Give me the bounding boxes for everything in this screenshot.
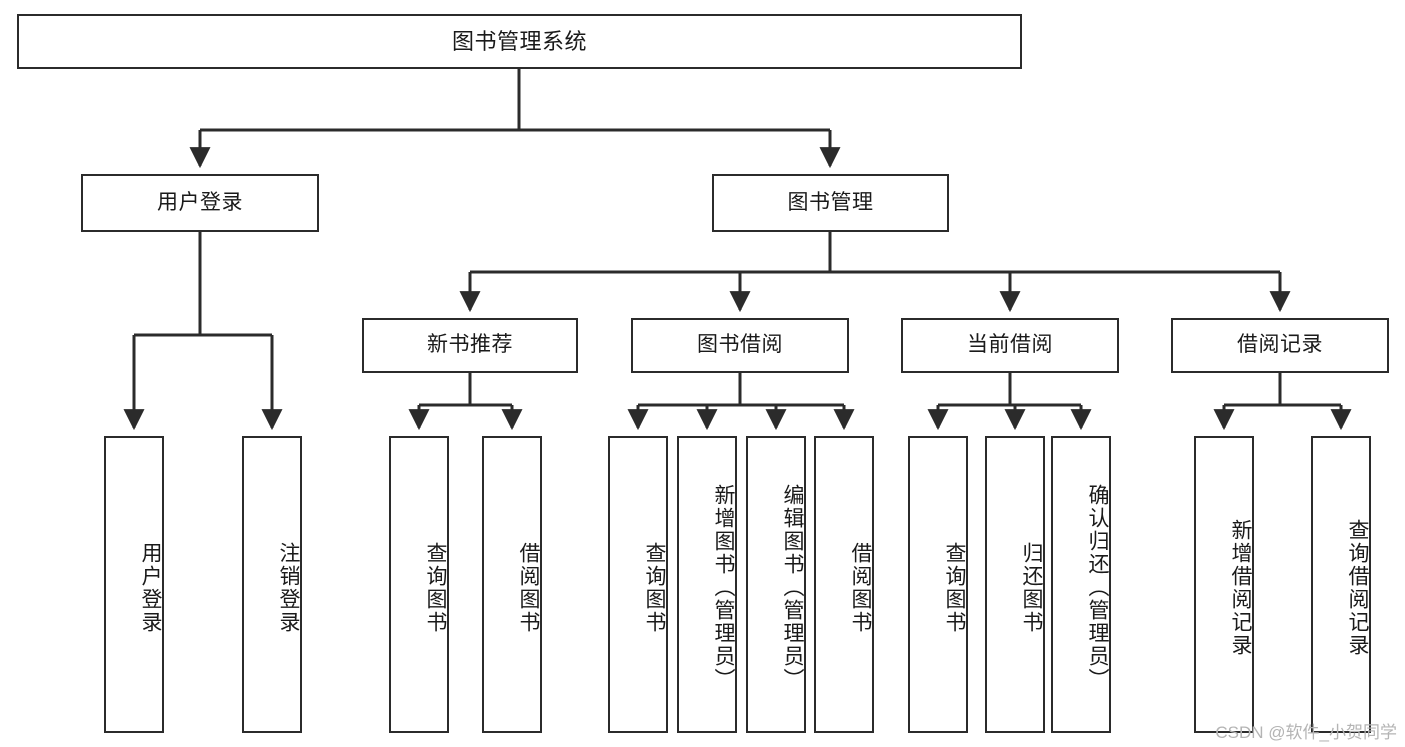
node-leaf-user-logout-label: 注销登录	[277, 541, 300, 634]
node-leaf-record-search[interactable]: 查询借阅记录	[1311, 436, 1371, 733]
node-current-borrow-label: 当前借阅	[967, 333, 1053, 357]
node-leaf-borrow-do[interactable]: 借阅图书	[814, 436, 874, 733]
node-borrow-record-label: 借阅记录	[1237, 333, 1323, 357]
node-book-borrow-label: 图书借阅	[697, 333, 783, 357]
node-leaf-rec-query[interactable]: 查询图书	[389, 436, 449, 733]
node-leaf-rec-borrow[interactable]: 借阅图书	[482, 436, 542, 733]
node-borrow-record[interactable]: 借阅记录	[1171, 318, 1389, 373]
node-leaf-borrow-query-label: 查询图书	[643, 541, 666, 634]
node-leaf-borrow-do-label: 借阅图书	[849, 541, 872, 634]
node-new-book-rec-label: 新书推荐	[427, 333, 513, 357]
node-leaf-borrow-add-label: 新增图书（管理员）	[712, 484, 735, 691]
node-leaf-cur-confirm[interactable]: 确认归还（管理员）	[1051, 436, 1111, 733]
node-root-label: 图书管理系统	[451, 28, 587, 54]
node-leaf-user-login[interactable]: 用户登录	[104, 436, 164, 733]
node-leaf-cur-query-label: 查询图书	[943, 541, 966, 634]
node-leaf-cur-return[interactable]: 归还图书	[985, 436, 1045, 733]
node-leaf-cur-confirm-label: 确认归还（管理员）	[1086, 484, 1109, 691]
node-leaf-user-login-label: 用户登录	[139, 541, 162, 634]
node-book-borrow[interactable]: 图书借阅	[631, 318, 849, 373]
node-leaf-borrow-query[interactable]: 查询图书	[608, 436, 668, 733]
node-root[interactable]: 图书管理系统	[17, 14, 1022, 69]
node-new-book-rec[interactable]: 新书推荐	[362, 318, 578, 373]
node-leaf-record-search-label: 查询借阅记录	[1346, 518, 1369, 657]
node-leaf-borrow-edit-label: 编辑图书（管理员）	[781, 484, 804, 691]
node-leaf-user-logout[interactable]: 注销登录	[242, 436, 302, 733]
node-leaf-record-add[interactable]: 新增借阅记录	[1194, 436, 1254, 733]
node-leaf-borrow-add[interactable]: 新增图书（管理员）	[677, 436, 737, 733]
node-leaf-borrow-edit[interactable]: 编辑图书（管理员）	[746, 436, 806, 733]
node-leaf-rec-query-label: 查询图书	[424, 541, 447, 634]
node-leaf-cur-query[interactable]: 查询图书	[908, 436, 968, 733]
node-leaf-rec-borrow-label: 借阅图书	[517, 541, 540, 634]
node-book-manage[interactable]: 图书管理	[712, 174, 949, 232]
node-leaf-record-add-label: 新增借阅记录	[1229, 518, 1252, 657]
watermark: CSDN @软件_小贺同学	[1215, 723, 1397, 742]
node-current-borrow[interactable]: 当前借阅	[901, 318, 1119, 373]
node-user-login[interactable]: 用户登录	[81, 174, 319, 232]
node-user-login-label: 用户登录	[157, 190, 243, 214]
node-book-manage-label: 图书管理	[787, 190, 874, 214]
node-leaf-cur-return-label: 归还图书	[1020, 541, 1043, 634]
